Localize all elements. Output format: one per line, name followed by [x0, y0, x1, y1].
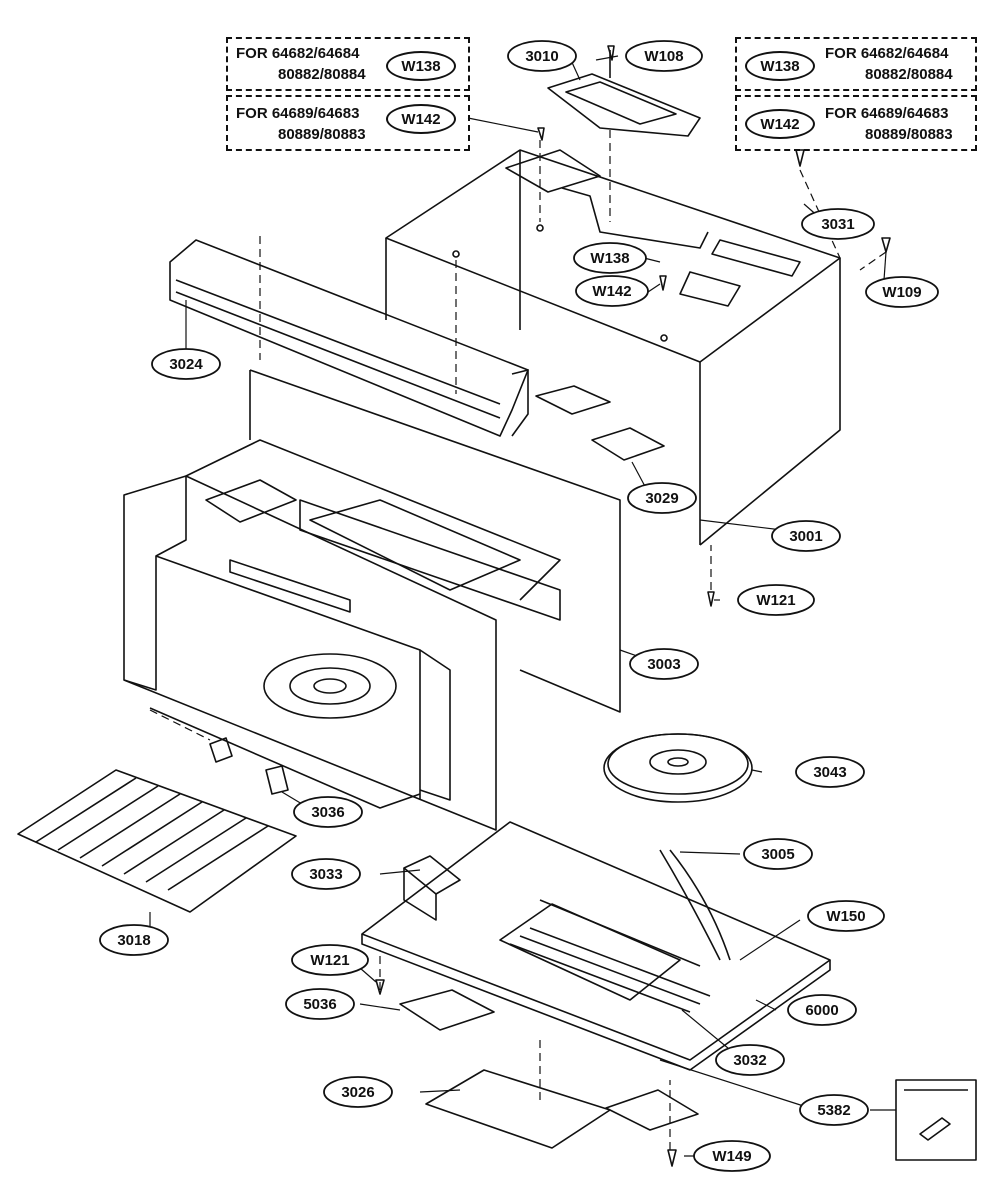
callout-3024: 3024 — [169, 356, 203, 373]
model-note-box-top-left-1: FOR 64682/64684 80882/80884 W138 — [226, 37, 470, 91]
callout-W121: W121 — [310, 952, 349, 969]
model-note-line1: FOR 64682/64684 — [236, 45, 360, 62]
model-note-line2: 80889/80883 — [278, 126, 366, 143]
part-3036-latches — [209, 737, 289, 795]
callout-3026: 3026 — [341, 1084, 374, 1101]
model-note-line1: FOR 64682/64684 — [825, 45, 949, 62]
model-note-box-top-right-2: W142 FOR 64689/64683 80889/80883 — [735, 95, 977, 151]
part-3018-rack — [17, 769, 297, 913]
part-3032-bracket — [605, 1089, 699, 1131]
part-5036 — [399, 989, 495, 1031]
callout-W121: W121 — [756, 592, 795, 609]
callout-3010: 3010 — [525, 48, 558, 65]
callout-W142-note: W142 — [745, 109, 815, 139]
callout-W150: W150 — [826, 908, 865, 925]
callout-W138: W138 — [590, 250, 629, 267]
model-note-box-top-left-2: FOR 64689/64683 80889/80883 W142 — [226, 95, 470, 151]
part-3029-brackets — [535, 385, 665, 461]
callout-shapes — [99, 40, 939, 1172]
callout-W138-note: W138 — [386, 51, 456, 81]
callout-W142-note: W142 — [386, 104, 456, 134]
callout-3029: 3029 — [645, 490, 678, 507]
callout-W149: W149 — [712, 1148, 751, 1165]
callout-3001: 3001 — [789, 528, 822, 545]
callout-5382: 5382 — [817, 1102, 850, 1119]
callout-W108: W108 — [644, 48, 683, 65]
callout-W142: W142 — [592, 283, 631, 300]
part-3033 — [403, 855, 461, 921]
assembly-lines — [149, 130, 887, 1150]
callout-3005: 3005 — [761, 846, 794, 863]
callout-3031: 3031 — [821, 216, 854, 233]
callout-3033: 3033 — [309, 866, 342, 883]
callout-3018: 3018 — [117, 932, 150, 949]
model-note-box-top-right-1: W138 FOR 64682/64684 80882/80884 — [735, 37, 977, 91]
part-3026-filter — [425, 1069, 611, 1149]
callout-3043: 3043 — [813, 764, 846, 781]
callout-6000: 6000 — [805, 1002, 838, 1019]
model-note-line2: 80882/80884 — [865, 66, 953, 83]
callout-3036: 3036 — [311, 804, 344, 821]
model-note-line2: 80889/80883 — [865, 126, 953, 143]
part-3043-turntable — [603, 733, 753, 803]
screws — [375, 45, 891, 1167]
callout-W109: W109 — [882, 284, 921, 301]
model-note-line1: FOR 64689/64683 — [825, 105, 949, 122]
part-3001-cabinet — [385, 149, 841, 546]
callout-5036: 5036 — [303, 996, 336, 1013]
part-3024-bezel — [169, 239, 529, 437]
callout-3003: 3003 — [647, 656, 680, 673]
callout-W138-note: W138 — [745, 51, 815, 81]
model-note-line2: 80882/80884 — [278, 66, 366, 83]
part-5382-inset — [895, 1079, 977, 1161]
callout-labels: 3010 W108 3031 W109 W138 W142 3024 3029 … — [117, 48, 921, 1165]
model-note-line1: FOR 64689/64683 — [236, 105, 360, 122]
part-3003-cavity — [123, 369, 621, 831]
callout-3032: 3032 — [733, 1052, 766, 1069]
